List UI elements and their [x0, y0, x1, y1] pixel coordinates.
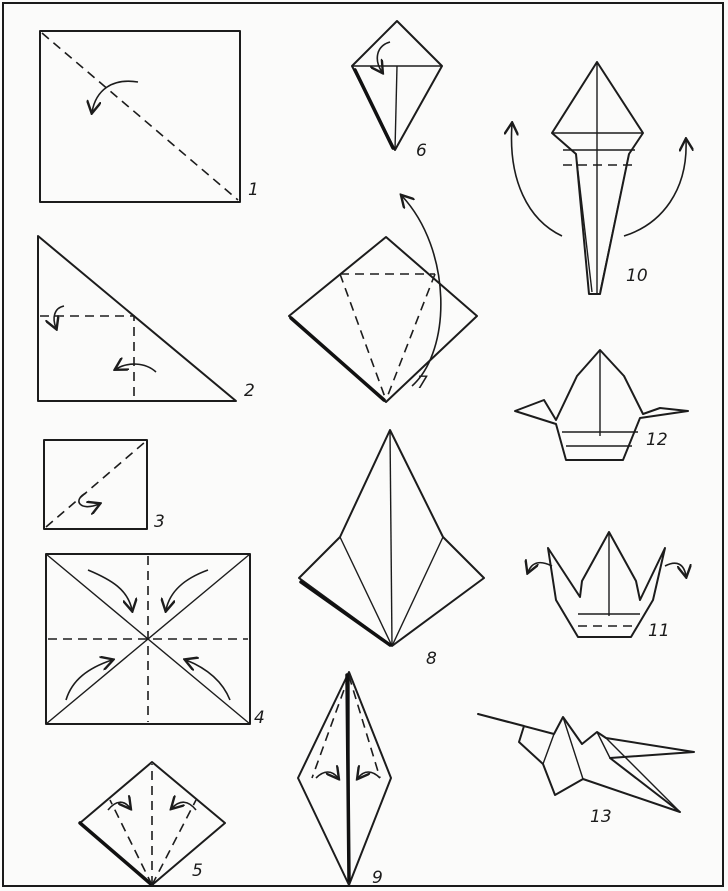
- fold-up-arrow-icon: [402, 196, 442, 387]
- fold-lines: [40, 315, 135, 399]
- fold-arrow-icon: [166, 569, 209, 610]
- fold-line: [339, 273, 387, 401]
- crane-body: [514, 349, 689, 461]
- small-square: [43, 439, 148, 530]
- step-number: 13: [590, 807, 612, 827]
- square-paper: [39, 30, 241, 203]
- step-number: 6: [416, 141, 427, 161]
- step-number: 5: [192, 861, 203, 881]
- step-number: 8: [426, 649, 437, 669]
- crease-line: [394, 65, 398, 151]
- layer-edge: [299, 580, 392, 647]
- layer-edge: [345, 673, 351, 882]
- fold-up-arrow-icon: [623, 140, 686, 237]
- crease-line: [391, 536, 444, 647]
- step-number: 11: [648, 621, 670, 641]
- step-number: 4: [254, 708, 265, 728]
- fold-line: [348, 675, 381, 779]
- step-number: 7: [417, 373, 428, 393]
- fold-arrow-icon: [664, 562, 686, 576]
- step-number: 10: [626, 266, 648, 286]
- step-6: 6: [351, 20, 443, 161]
- layer-edge: [353, 68, 395, 150]
- finished-crane: [477, 713, 695, 813]
- diamond-shape: [288, 236, 478, 403]
- step-13: 13: [477, 713, 695, 827]
- crease-line: [605, 737, 681, 813]
- fold-line: [151, 799, 197, 886]
- fold-arrow-icon: [92, 80, 139, 112]
- fold-arrow-icon: [377, 41, 391, 72]
- step-12: 12: [514, 349, 689, 461]
- diagonal-fold-line: [41, 32, 239, 201]
- crease-line: [339, 536, 393, 647]
- crane-body: [547, 531, 666, 638]
- fold-up-arrow-icon: [511, 124, 563, 237]
- unfolded-square: [45, 553, 251, 725]
- step-4: 4: [45, 553, 265, 728]
- fold-arrow-icon: [87, 569, 132, 610]
- crease-line: [575, 153, 593, 293]
- triangle-paper: [37, 235, 237, 402]
- step-5: 5: [78, 761, 226, 887]
- crease-line: [389, 429, 393, 647]
- step-7: 7: [288, 196, 478, 403]
- narrow-kite-shape: [551, 61, 644, 295]
- fold-arrow-icon: [186, 660, 231, 701]
- fold-arrow-icon: [54, 305, 65, 328]
- step-number: 3: [154, 512, 165, 532]
- step-number: 9: [372, 868, 383, 888]
- crease-line: [599, 153, 630, 293]
- fold-arrow-icon: [65, 660, 112, 701]
- step-number: 2: [244, 381, 255, 401]
- step-2: 2: [37, 235, 255, 402]
- crease-line: [596, 731, 611, 759]
- step-8: 8: [298, 429, 485, 669]
- diagonal-fold-line: [45, 441, 146, 528]
- fold-arrow-icon: [116, 364, 157, 373]
- step-11: 11: [528, 531, 686, 641]
- step-1: 1: [39, 30, 259, 203]
- fold-line: [311, 675, 350, 779]
- fold-arrow-icon: [315, 772, 338, 778]
- step-9: 9: [297, 671, 392, 888]
- fold-arrow-icon: [528, 563, 553, 572]
- step-number: 12: [646, 430, 668, 450]
- fold-arrow-icon: [107, 802, 130, 810]
- layer-edge: [289, 316, 386, 402]
- layer-edge: [78, 821, 154, 887]
- fold-arrow-icon: [78, 492, 99, 507]
- fold-line: [109, 799, 153, 886]
- step-10: 10: [511, 61, 686, 295]
- step-3: 3: [43, 439, 165, 532]
- fold-arrow-icon: [172, 802, 197, 810]
- crease-line: [562, 716, 584, 780]
- long-diamond-shape: [297, 671, 392, 886]
- fold-line: [385, 273, 436, 401]
- step-number: 1: [248, 180, 259, 200]
- crease-line: [542, 733, 555, 765]
- fold-arrow-icon: [358, 772, 381, 778]
